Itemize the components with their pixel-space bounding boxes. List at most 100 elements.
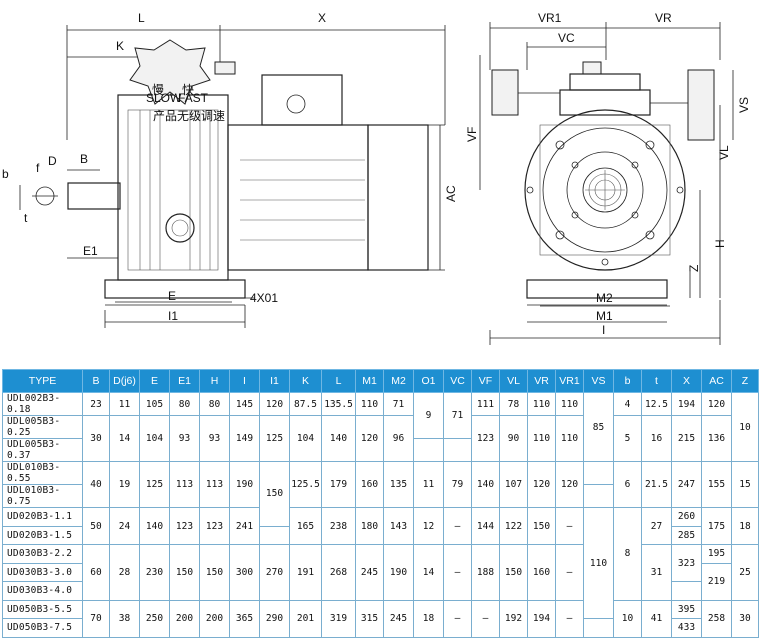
value-cell: 11 <box>413 461 444 508</box>
value-cell <box>443 438 472 462</box>
value-cell: 30 <box>82 415 110 462</box>
value-cell: 270 <box>259 544 290 601</box>
dim-H: H <box>713 239 727 248</box>
value-cell <box>413 438 444 462</box>
value-cell: 125.5 <box>289 461 322 508</box>
value-cell: 258 <box>701 599 732 638</box>
value-cell: 150 <box>199 544 230 601</box>
value-cell: 110 <box>527 392 556 416</box>
header-e: E <box>139 369 170 393</box>
dim-VL: VL <box>717 145 731 160</box>
value-cell: 6 <box>613 461 642 508</box>
value-cell: 245 <box>383 599 414 638</box>
dim-X: X <box>318 11 326 25</box>
dim-K: K <box>116 39 124 53</box>
value-cell: 179 <box>321 461 356 508</box>
header-vf: VF <box>471 369 500 393</box>
value-cell: 14 <box>413 544 444 601</box>
value-cell: 21.5 <box>641 461 672 508</box>
value-cell: 111 <box>471 392 500 416</box>
value-cell: 27 <box>641 507 672 545</box>
value-cell: 194 <box>671 392 702 416</box>
value-cell: 120 <box>555 461 584 508</box>
value-cell: 80 <box>169 392 200 416</box>
dim-VR1: VR1 <box>538 11 562 25</box>
dim-D: D <box>48 154 57 168</box>
value-cell: 120 <box>701 392 732 416</box>
value-cell: 19 <box>109 461 140 508</box>
value-cell: – <box>555 507 584 545</box>
value-cell: 31 <box>641 544 672 601</box>
value-cell: 160 <box>355 461 384 508</box>
value-cell: 38 <box>109 599 140 638</box>
value-cell: 200 <box>169 599 200 638</box>
value-cell: 40 <box>82 461 110 508</box>
header-m2: M2 <box>383 369 414 393</box>
value-cell: 5 <box>613 415 642 462</box>
value-cell: 150 <box>259 461 290 527</box>
value-cell: 122 <box>499 507 528 545</box>
header-o1: O1 <box>413 369 444 393</box>
dim-M1: M1 <box>596 309 613 323</box>
dim-E1: E1 <box>83 244 98 258</box>
value-cell: 10 <box>731 392 759 462</box>
value-cell <box>671 581 702 601</box>
dim-M2: M2 <box>596 291 613 305</box>
value-cell: 96 <box>383 415 414 462</box>
value-cell: 190 <box>383 544 414 601</box>
value-cell: 16 <box>641 415 672 462</box>
value-cell: 14 <box>109 415 140 462</box>
value-cell: 110 <box>555 392 584 416</box>
value-cell: 300 <box>229 544 260 601</box>
value-cell: 395 <box>671 599 702 619</box>
value-cell: 71 <box>443 392 472 439</box>
value-cell: 93 <box>169 415 200 462</box>
header-vc: VC <box>443 369 472 393</box>
value-cell: 85 <box>583 392 614 462</box>
header-vr1: VR1 <box>555 369 584 393</box>
value-cell: 144 <box>471 507 500 545</box>
header-b: b <box>613 369 642 393</box>
dim-VS: VS <box>737 97 751 113</box>
value-cell: 150 <box>499 544 528 601</box>
value-cell: 110 <box>555 415 584 462</box>
value-cell: 30 <box>731 599 759 638</box>
type-cell: UD020B3-1.1 <box>2 507 83 527</box>
header-b: B <box>82 369 110 393</box>
dim-AC: AC <box>444 185 458 202</box>
value-cell: – <box>443 507 472 545</box>
value-cell: 285 <box>671 525 702 545</box>
knob-sub-right: FAST <box>178 91 209 105</box>
header-k: K <box>289 369 322 393</box>
table-row: UDL005B3-0.37 <box>2 438 759 462</box>
dim-VC: VC <box>558 31 575 45</box>
value-cell: 319 <box>321 599 356 638</box>
value-cell: 250 <box>139 599 170 638</box>
header-d-j6-: D(j6) <box>109 369 140 393</box>
knob-text-left: 慢 <box>152 83 164 97</box>
value-cell: – <box>555 544 584 601</box>
value-cell: 323 <box>671 544 702 582</box>
value-cell: 150 <box>169 544 200 601</box>
front-view: 慢 快 SLOW FAST 产品无级调速 <box>2 11 458 328</box>
value-cell: 9 <box>413 392 444 439</box>
value-cell: 123 <box>169 507 200 545</box>
drawing-svg: 慢 快 SLOW FAST 产品无级调速 <box>2 11 751 345</box>
value-cell: 110 <box>583 507 614 619</box>
type-cell: UDL010B3-0.75 <box>2 484 83 508</box>
value-cell: 123 <box>471 415 500 462</box>
value-cell <box>583 618 614 638</box>
value-cell: 125 <box>259 415 290 462</box>
value-cell: – <box>443 599 472 638</box>
value-cell: 120 <box>355 415 384 462</box>
value-cell: 241 <box>229 507 260 545</box>
value-cell: 24 <box>109 507 140 545</box>
